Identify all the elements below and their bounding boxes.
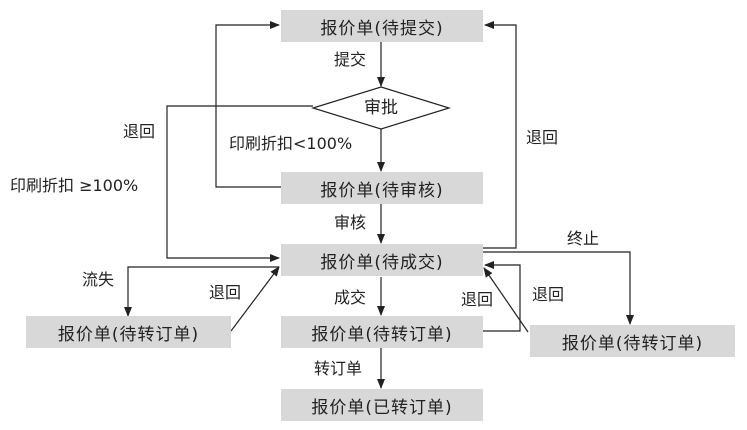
node-pending-convert-left: 报价单(待转订单): [26, 316, 231, 348]
label-audit: 审核: [334, 213, 367, 232]
label-terminate: 终止: [567, 229, 600, 248]
node-pending-review: 报价单(待审核): [281, 172, 483, 204]
label-lost: 流失: [82, 270, 115, 289]
edge-return-center: [481, 261, 521, 332]
label-print-lt: 印刷折扣<100%: [229, 134, 353, 153]
label-submit: 提交: [334, 50, 367, 69]
label-return-left: 退回: [209, 283, 242, 302]
node-pending-deal: 报价单(待成交): [281, 244, 483, 276]
edge-return-right-top: [481, 21, 517, 249]
edge-terminate: [481, 251, 634, 325]
label-return-center: 退回: [461, 290, 494, 309]
edge-lost: [124, 266, 279, 317]
node-pending-convert-right: 报价单(待转订单): [530, 325, 735, 357]
label-deal: 成交: [334, 288, 367, 307]
label-print-ge: 印刷折扣 ≥100%: [10, 176, 139, 195]
decision-approve-label: 审批: [364, 98, 398, 118]
edge-print-ge: [166, 105, 313, 262]
node-pending-submit: 报价单(待提交): [281, 10, 483, 42]
label-return-right: 退回: [532, 285, 565, 304]
node-pending-convert-center: 报价单(待转订单): [281, 316, 483, 348]
edge-return-left: [230, 266, 280, 332]
label-convert: 转订单: [314, 359, 363, 378]
node-converted: 报价单(已转订单): [281, 389, 483, 421]
label-return-right-top: 退回: [526, 128, 559, 147]
label-return-top-left: 退回: [123, 122, 156, 141]
edge-return-right: [483, 267, 529, 333]
